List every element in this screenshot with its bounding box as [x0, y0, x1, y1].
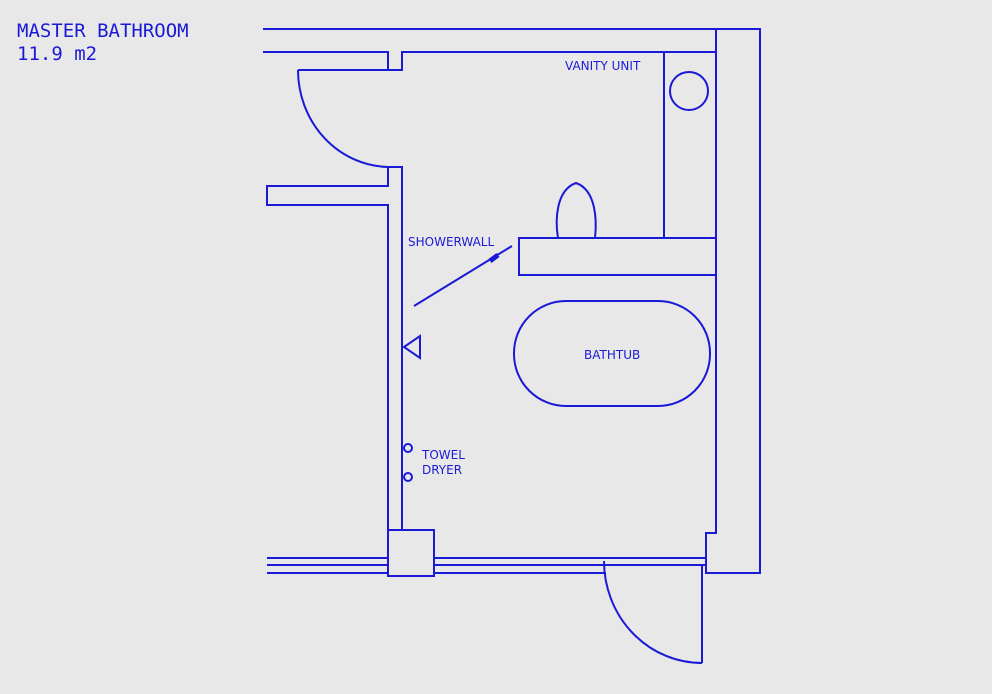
- plan-header: MASTER BATHROOM 11.9 m2: [17, 20, 189, 66]
- vanity-label: VANITY UNIT: [565, 59, 641, 73]
- toilet-bowl: [555, 181, 597, 239]
- left-wall: [266, 166, 403, 530]
- towel-label-line1: TOWEL: [421, 448, 465, 462]
- lower-door-swing: [603, 560, 703, 664]
- towel-label-line2: DRYER: [422, 463, 462, 477]
- upper-door-swing: [297, 69, 389, 168]
- bathtub: [513, 300, 711, 407]
- room-area: 11.9 m2: [17, 43, 98, 65]
- vanity-basin: [669, 71, 709, 111]
- bottom-wall: [267, 557, 706, 574]
- room-title: MASTER BATHROOM: [17, 20, 189, 42]
- vanity-unit: [663, 51, 717, 239]
- shower-head: [402, 334, 421, 360]
- corner-column: [387, 529, 435, 577]
- bathtub-ledge: [518, 237, 717, 276]
- shower-wall-hinge: [488, 253, 500, 263]
- bathtub-label: BATHTUB: [584, 348, 640, 362]
- top-wall: [263, 28, 761, 574]
- towel-dryer-hook-top: [403, 443, 413, 453]
- showerwall-label: SHOWERWALL: [408, 235, 494, 249]
- towel-dryer-hook-bottom: [403, 472, 413, 482]
